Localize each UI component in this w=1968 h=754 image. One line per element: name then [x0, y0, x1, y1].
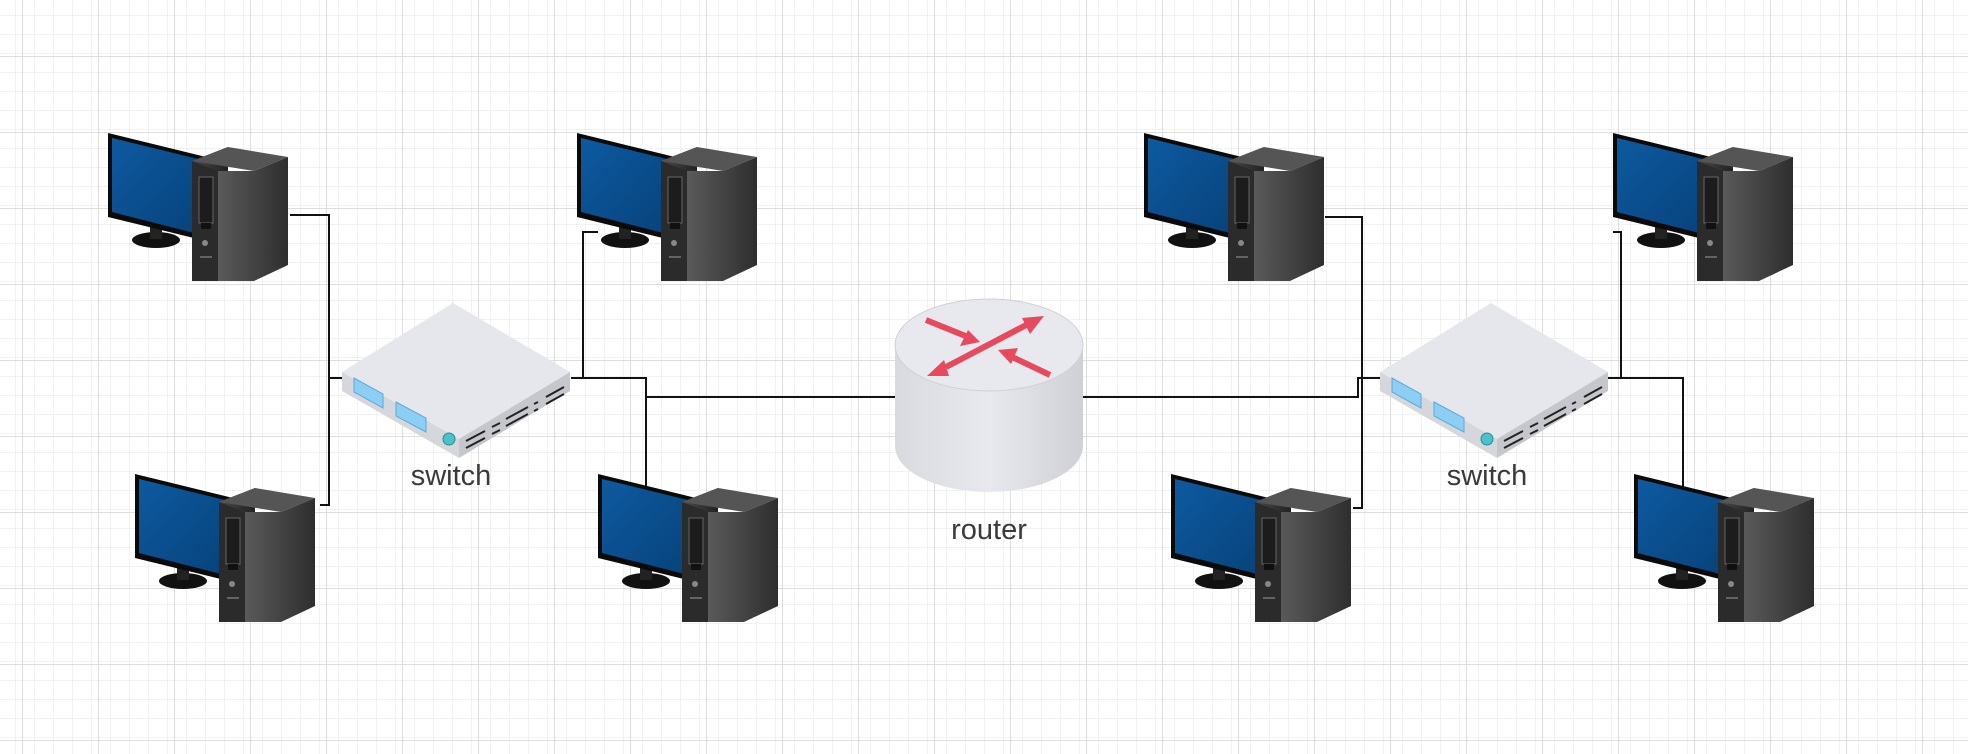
link-switch-left-router[interactable]: [571, 377, 895, 398]
router-label: router: [951, 514, 1027, 546]
link-pc-right-bottom-right[interactable]: [1608, 377, 1684, 488]
connection-lines: [290, 214, 1684, 509]
router-icon: [894, 298, 1084, 492]
link-pc-right-bottom-left[interactable]: [1353, 377, 1380, 509]
switch-left-label: switch: [411, 460, 492, 492]
link-pc-left-bottom-left[interactable]: [320, 377, 342, 506]
router[interactable]: [894, 298, 1084, 492]
switch-right-label: switch: [1447, 460, 1528, 492]
